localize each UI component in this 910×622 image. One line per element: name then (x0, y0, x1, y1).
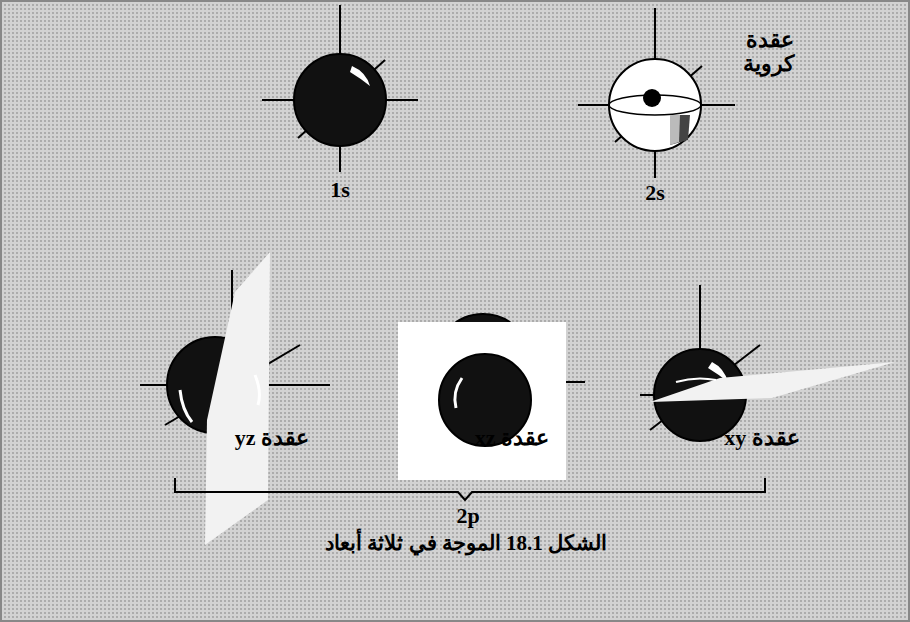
group-label: 2p (456, 504, 479, 528)
node-label: عقدة xy (724, 426, 800, 450)
orbital-1s (262, 5, 418, 172)
node-label: عقدة xz (475, 426, 549, 450)
node-label: عقدة yz (235, 426, 309, 450)
orbital-label: 2s (645, 181, 665, 205)
figure-caption: الشكل 18.1 الموجة في ثلاثة أبعاد (325, 532, 607, 555)
orbital-2p-yz (140, 252, 330, 545)
orbital-2p-xz (398, 314, 585, 480)
orbital-label: 1s (330, 178, 350, 202)
orbital-2s (578, 8, 735, 178)
node-label: عقدة كروية (728, 28, 794, 76)
orbital-2p-xy (640, 285, 895, 441)
group-bracket (175, 478, 765, 500)
